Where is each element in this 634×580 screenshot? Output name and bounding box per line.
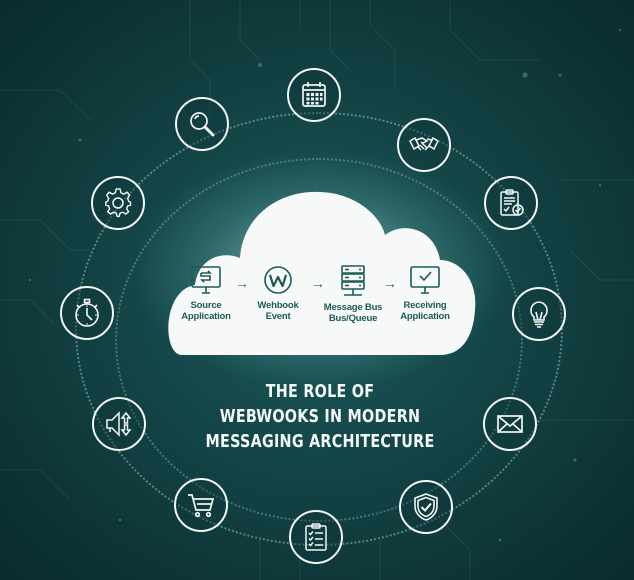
title-line: THE ROLE OF <box>265 382 375 402</box>
flow-step-label: Message Bus <box>323 302 383 313</box>
title-line: MESSAGING ARCHITECTURE <box>205 432 435 452</box>
magnifier-icon <box>190 112 215 137</box>
monitor-sync-icon <box>191 266 221 294</box>
envelope-icon <box>497 415 523 433</box>
lightbulb-icon-badge <box>512 287 566 341</box>
stopwatch-icon <box>75 298 99 327</box>
clipboard-check-icon <box>500 189 524 216</box>
gear-icon <box>105 188 132 218</box>
w-logo-icon <box>264 266 292 294</box>
diagram-title: THE ROLE OF WEBWOOKS IN MODERN MESSAGING… <box>205 380 435 455</box>
flow-step-label: Wehbook <box>257 300 299 311</box>
cloud-shape <box>168 191 476 355</box>
shopping-cart-icon-badge <box>174 478 228 532</box>
shield-check-icon-badge <box>399 480 453 534</box>
stopwatch-icon-badge <box>60 286 114 340</box>
checklist-icon <box>305 523 327 551</box>
flow-step-webhook-event: Wehbook Event <box>253 265 303 322</box>
arrow-icon: → <box>383 275 397 291</box>
flow-step-label: Application <box>400 311 450 322</box>
handshake-icon <box>409 136 439 151</box>
gear-icon-badge <box>91 176 145 230</box>
arrow-icon: → <box>311 275 325 291</box>
flow-step-receiving: Receiving Application <box>397 265 453 322</box>
monitor-check-icon <box>410 266 440 294</box>
megaphone-updown-icon <box>106 411 132 437</box>
flow-step-label: Event <box>265 311 291 322</box>
megaphone-updown-icon-badge <box>92 397 146 451</box>
shopping-cart-icon <box>188 494 215 518</box>
handshake-icon-badge <box>397 118 451 172</box>
calendar-icon <box>302 82 326 107</box>
flow-step-label: Receiving <box>403 300 447 311</box>
flow-step-label: Source Application <box>181 300 231 322</box>
title-line: WEBWOOKS IN MODERN <box>219 407 421 427</box>
flow-step-message-bus: Message Bus Bus/Queue <box>323 265 383 324</box>
webhook-flow: Source Application → Wehbook Event → Mes… <box>165 265 475 335</box>
envelope-icon-badge <box>483 397 537 451</box>
calendar-icon-badge <box>287 68 341 122</box>
shield-check-icon <box>414 493 438 521</box>
checklist-icon-badge <box>289 510 343 564</box>
lightbulb-icon <box>530 301 548 328</box>
flow-step-label: Bus/Queue <box>328 313 378 324</box>
clipboard-check-icon-badge <box>484 176 538 230</box>
server-stack-icon <box>341 265 365 296</box>
flow-step-source: Source Application <box>165 265 247 322</box>
magnifier-icon-badge <box>175 97 229 151</box>
arrow-icon: → <box>235 275 249 291</box>
